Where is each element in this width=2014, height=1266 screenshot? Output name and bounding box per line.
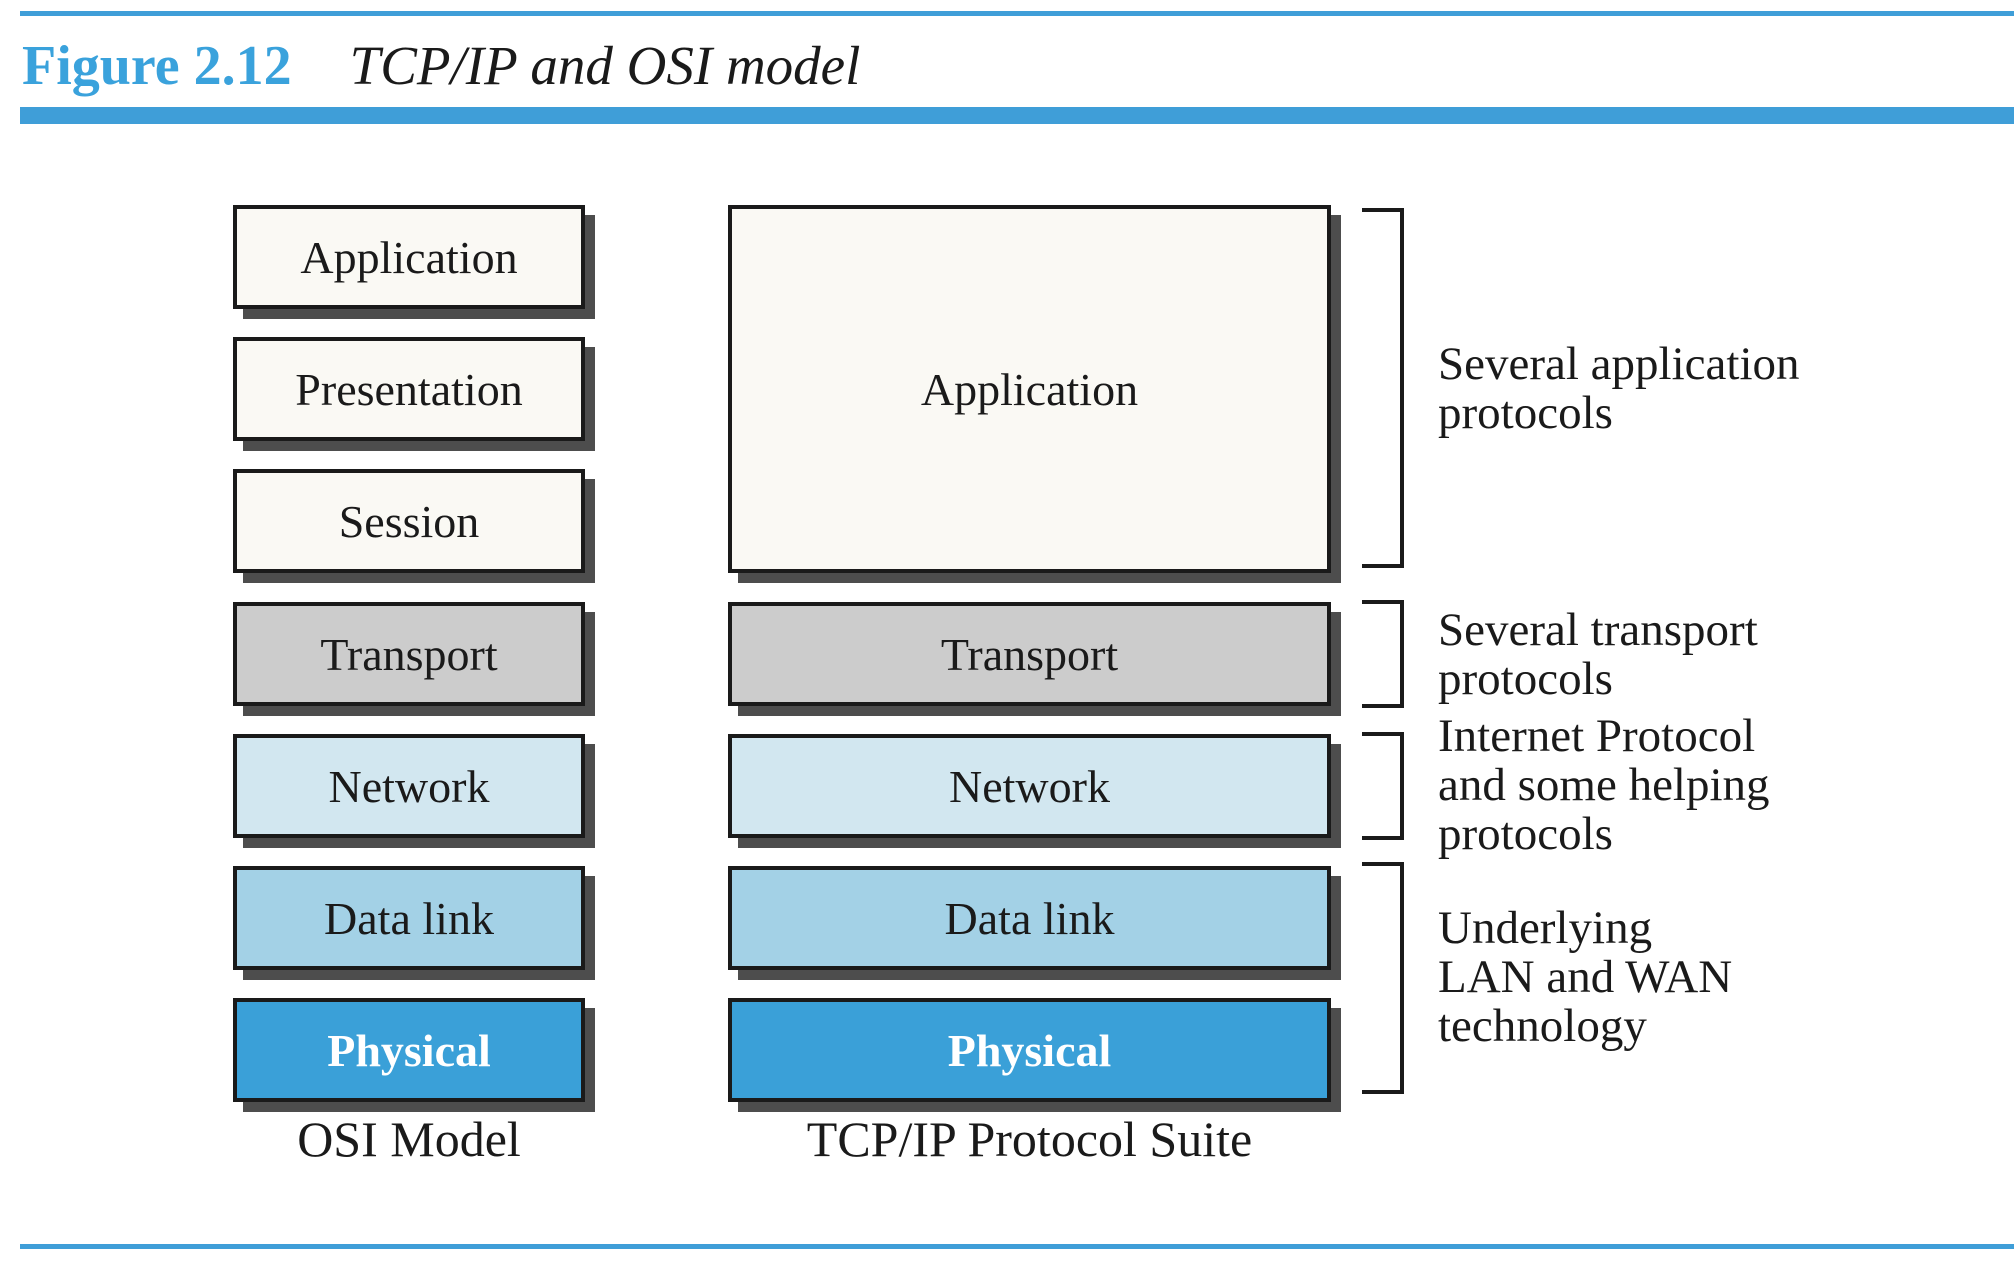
osi-layer-data-link: Data link [233,866,585,970]
annotation-lan-wan-technology: Underlying LAN and WAN technology [1438,904,1918,1051]
tcpip-layer-network: Network [728,734,1331,838]
layer-label: Network [949,760,1110,812]
layer-label: Physical [327,1024,491,1076]
annotation-line: technology [1438,1000,1647,1052]
layer-label: Network [328,760,490,812]
bracket-transport-protocols [1362,600,1404,708]
layer-label: Data link [324,892,494,944]
annotation-line: and some helping [1438,759,1770,811]
annotation-line: LAN and WAN [1438,951,1733,1003]
top-rule [20,11,2014,16]
annotation-line: Underlying [1438,902,1653,954]
layer-label: Physical [947,1024,1112,1076]
osi-layer-application: Application [233,205,585,309]
osi-layer-physical: Physical [233,998,585,1102]
figure-number: Figure 2.12 [22,35,292,97]
tcpip-layer-physical: Physical [728,998,1331,1102]
layer-label: Transport [320,628,498,680]
layer-label: Application [920,363,1139,415]
annotation-line: protocols [1438,808,1613,860]
osi-layer-network: Network [233,734,585,838]
layer-label: Data link [944,892,1115,944]
osi-layer-transport: Transport [233,602,585,706]
header-rule [20,107,2014,124]
layer-label: Session [338,495,480,547]
layer-label: Presentation [295,363,523,415]
figure-header: Figure 2.12 TCP/IP and OSI model [22,34,860,98]
tcpip-layer-transport: Transport [728,602,1331,706]
bottom-rule [20,1244,2014,1249]
annotation-application-protocols: Several application protocols [1438,340,1918,438]
osi-layer-presentation: Presentation [233,337,585,441]
layer-label: Transport [940,628,1119,680]
annotation-line: Several transport [1438,604,1758,656]
bracket-lan-wan-technology [1362,862,1404,1094]
bracket-internet-protocol [1362,732,1404,840]
osi-layer-session: Session [233,469,585,573]
figure-title: TCP/IP and OSI model [349,35,861,96]
tcpip-layer-data-link: Data link [728,866,1331,970]
tcpip-layer-application: Application [728,205,1331,573]
osi-model-caption: OSI Model [297,1111,521,1167]
annotation-line: protocols [1438,653,1613,705]
annotation-line: protocols [1438,387,1613,439]
annotation-line: Several application [1438,338,1800,390]
layer-label: Application [300,231,518,283]
bracket-application-protocols [1362,208,1404,568]
annotation-transport-protocols: Several transport protocols [1438,606,1918,704]
annotation-line: Internet Protocol [1438,710,1756,762]
annotation-internet-protocol: Internet Protocol and some helping proto… [1438,712,1918,859]
tcpip-suite-caption: TCP/IP Protocol Suite [806,1111,1253,1167]
